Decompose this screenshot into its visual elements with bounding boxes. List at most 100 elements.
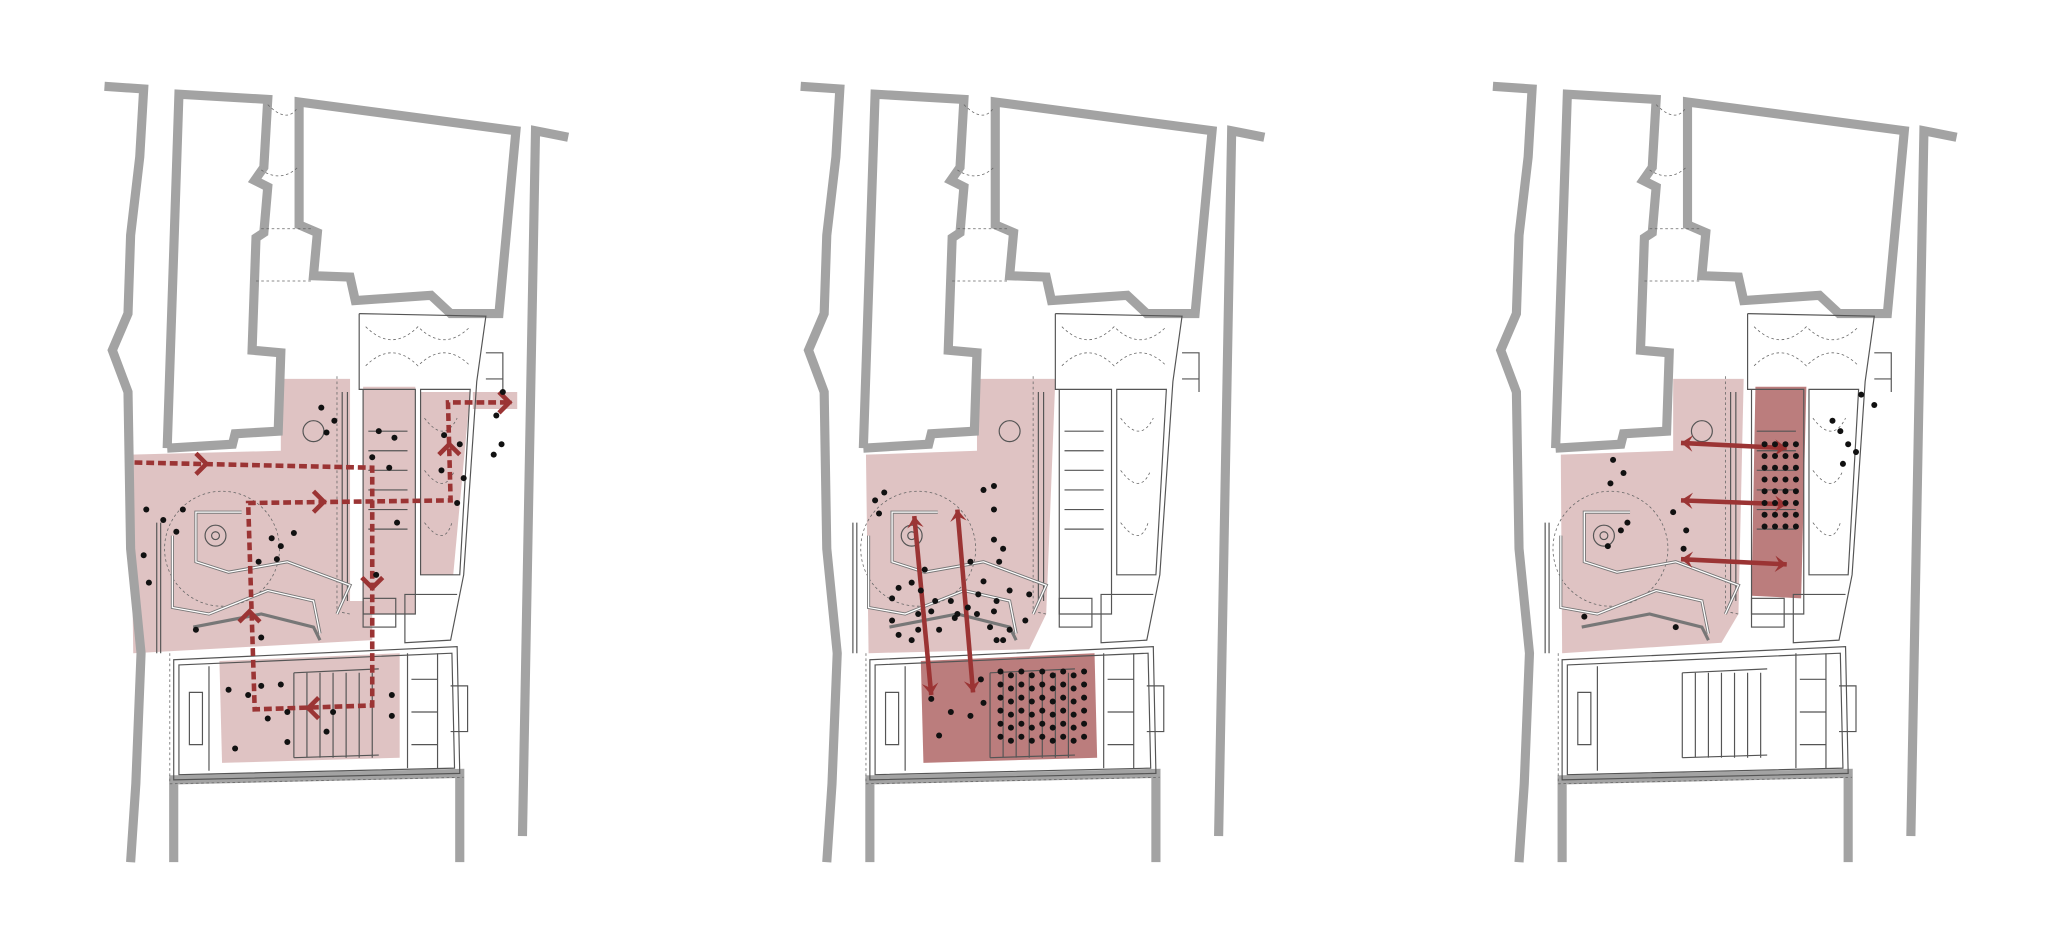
person-dot-icon (1761, 476, 1768, 483)
person-dot-icon (1624, 519, 1631, 526)
person-dot-icon (1782, 523, 1789, 530)
person-dot-icon (499, 388, 506, 395)
person-dot-icon (441, 432, 448, 439)
person-dot-icon (1792, 476, 1799, 483)
person-dot-icon (258, 634, 265, 641)
person-dot-icon (895, 584, 902, 591)
person-dot-icon (1761, 464, 1768, 471)
person-dot-icon (323, 728, 330, 735)
person-dot-icon (1007, 685, 1014, 692)
person-dot-icon (1060, 681, 1067, 688)
person-dot-icon (140, 552, 147, 559)
person-dot-icon (160, 516, 167, 523)
person-dot-icon (1607, 480, 1614, 487)
person-dot-icon (1858, 391, 1865, 398)
person-dot-icon (1018, 668, 1025, 675)
person-dot-icon (996, 558, 1003, 565)
person-dot-icon (1018, 707, 1025, 714)
person-dot-icon (1610, 456, 1617, 463)
person-dot-icon (1007, 711, 1014, 718)
light-zone (130, 378, 373, 654)
arrowhead-icon (921, 682, 939, 695)
arrowhead-icon (311, 489, 328, 514)
person-dot-icon (245, 691, 252, 699)
person-dot-icon (1006, 626, 1013, 633)
person-dot-icon (1070, 672, 1077, 679)
double-arrow-icon (912, 515, 934, 696)
person-dot-icon (1039, 720, 1046, 727)
person-dot-icon (1829, 417, 1836, 424)
dark-zone (1751, 386, 1807, 599)
person-dot-icon (1782, 511, 1789, 518)
person-dot-icon (1772, 441, 1779, 448)
person-dot-icon (1792, 523, 1799, 530)
person-dot-icon (290, 530, 297, 537)
double-arrow-icon (1680, 556, 1787, 567)
person-dot-icon (1028, 711, 1035, 718)
person-dot-icon (331, 417, 338, 424)
person-dot-icon (997, 707, 1004, 714)
person-dot-icon (990, 506, 997, 513)
person-dot-icon (388, 691, 395, 699)
people-dots (1581, 391, 1878, 631)
person-dot-icon (232, 745, 239, 752)
double-arrow-icon (1680, 440, 1787, 451)
arrowhead-icon (237, 608, 262, 624)
person-dot-icon (1028, 724, 1035, 731)
person-dot-icon (1049, 685, 1056, 692)
person-dot-icon (1761, 441, 1768, 448)
person-dot-icon (1049, 724, 1056, 731)
person-dot-icon (915, 611, 922, 618)
person-dot-icon (1772, 488, 1779, 495)
person-dot-icon (1081, 707, 1088, 714)
person-dot-icon (990, 608, 997, 615)
person-dot-icon (1670, 509, 1677, 516)
arrowhead-icon (950, 509, 967, 522)
person-dot-icon (872, 497, 879, 504)
person-dot-icon (1604, 543, 1611, 550)
person-dot-icon (1060, 733, 1067, 740)
person-dot-icon (179, 506, 186, 513)
person-dot-icon (889, 595, 896, 602)
arrowhead-icon (1774, 555, 1787, 573)
person-dot-icon (330, 708, 337, 715)
person-dot-icon (1620, 469, 1627, 476)
person-dot-icon (1060, 707, 1067, 714)
person-dot-icon (997, 694, 1004, 701)
diagram-panel-gallery (1493, 86, 1957, 862)
person-dot-icon (1792, 499, 1799, 507)
person-dot-icon (145, 579, 152, 586)
person-dot-icon (255, 558, 262, 565)
person-dot-icon (1049, 698, 1056, 705)
person-dot-icon (264, 715, 271, 722)
person-dot-icon (277, 681, 284, 688)
person-dot-icon (173, 528, 180, 535)
person-dot-icon (225, 686, 232, 693)
person-dot-icon (1028, 737, 1035, 744)
person-dot-icon (1772, 452, 1779, 459)
person-dot-icon (1060, 720, 1067, 727)
person-dot-icon (1761, 499, 1768, 507)
person-dot-icon (1039, 694, 1046, 701)
person-dot-icon (990, 483, 997, 490)
person-dot-icon (1007, 737, 1014, 744)
person-dot-icon (493, 412, 500, 419)
person-dot-icon (1683, 527, 1690, 534)
person-dot-icon (1839, 460, 1846, 467)
person-dot-icon (318, 404, 325, 411)
person-dot-icon (268, 535, 275, 542)
person-dot-icon (373, 571, 380, 578)
person-dot-icon (917, 587, 924, 594)
person-dot-icon (1022, 617, 1029, 624)
person-dot-icon (990, 536, 997, 543)
person-dot-icon (388, 712, 395, 719)
person-dot-icon (1018, 733, 1025, 740)
arrowhead-icon (1680, 435, 1694, 452)
person-dot-icon (932, 597, 939, 604)
person-dot-icon (1782, 476, 1789, 483)
person-dot-icon (1081, 681, 1088, 688)
person-dot-icon (323, 429, 330, 436)
person-dot-icon (1039, 733, 1046, 740)
person-dot-icon (1761, 511, 1768, 518)
